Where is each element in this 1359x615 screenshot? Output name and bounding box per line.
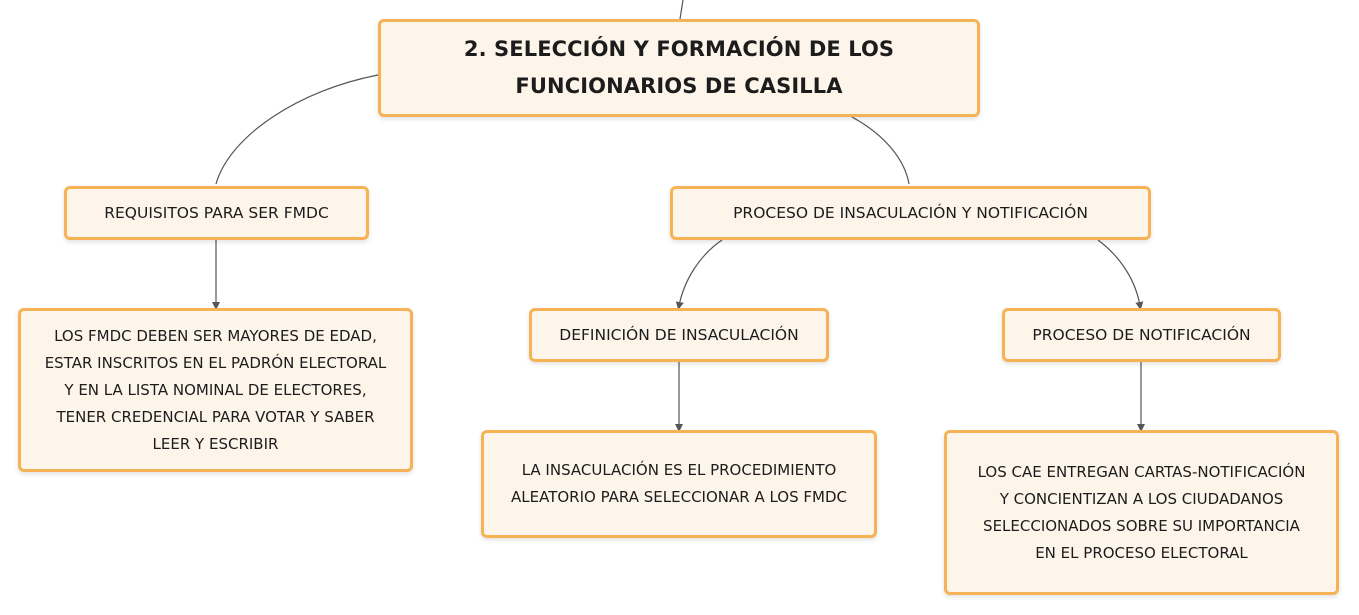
notificacion-node[interactable]: PROCESO DE NOTIFICACIÓN [1002, 308, 1281, 362]
definicion-detail-node[interactable]: LA INSACULACIÓN ES EL PROCEDIMIENTO ALEA… [481, 430, 877, 538]
requisitos-node[interactable]: REQUISITOS PARA SER FMDC [64, 186, 369, 240]
notificacion-detail-node[interactable]: LOS CAE ENTREGAN CARTAS-NOTIFICACIÓN Y C… [944, 430, 1339, 595]
requisitos-label: REQUISITOS PARA SER FMDC [104, 204, 329, 222]
connector-root-to-requisitos [215, 74, 379, 185]
detail-line: SELECCIONADOS SOBRE SU IMPORTANCIA [983, 516, 1300, 535]
definicion-node[interactable]: DEFINICIÓN DE INSACULACIÓN [529, 308, 829, 362]
root-topic-line: FUNCIONARIOS DE CASILLA [515, 74, 843, 98]
detail-line: LOS FMDC DEBEN SER MAYORES DE EDAD, [54, 326, 377, 345]
root-topic-node[interactable]: 2. SELECCIÓN Y FORMACIÓN DE LOS FUNCIONA… [378, 19, 980, 117]
connector-proceso-to-definicion [675, 239, 723, 310]
detail-line: ESTAR INSCRITOS EN EL PADRÓN ELECTORAL [44, 353, 387, 372]
detail-line: EN EL PROCESO ELECTORAL [1035, 543, 1248, 562]
definicion-label: DEFINICIÓN DE INSACULACIÓN [559, 326, 799, 344]
requisitos-detail-text: LOS FMDC DEBEN SER MAYORES DE EDAD, ESTA… [45, 323, 387, 458]
notificacion-detail-text: LOS CAE ENTREGAN CARTAS-NOTIFICACIÓN Y C… [978, 459, 1306, 567]
root-topic-text: 2. SELECCIÓN Y FORMACIÓN DE LOS FUNCIONA… [464, 31, 894, 105]
proceso-node[interactable]: PROCESO DE INSACULACIÓN Y NOTIFICACIÓN [670, 186, 1151, 240]
detail-line: TENER CREDENCIAL PARA VOTAR Y SABER [56, 407, 375, 426]
detail-line: LEER Y ESCRIBIR [152, 434, 279, 453]
proceso-label: PROCESO DE INSACULACIÓN Y NOTIFICACIÓN [733, 204, 1088, 222]
definicion-detail-text: LA INSACULACIÓN ES EL PROCEDIMIENTO ALEA… [511, 457, 847, 511]
notificacion-label: PROCESO DE NOTIFICACIÓN [1032, 326, 1251, 344]
detail-line: Y CONCIENTIZAN A LOS CIUDADANOS [999, 489, 1284, 508]
detail-line: LA INSACULACIÓN ES EL PROCEDIMIENTO [521, 461, 837, 479]
detail-line: ALEATORIO PARA SELECCIONAR A LOS FMDC [511, 488, 847, 506]
detail-line: LOS CAE ENTREGAN CARTAS-NOTIFICACIÓN [977, 462, 1306, 481]
requisitos-detail-node[interactable]: LOS FMDC DEBEN SER MAYORES DE EDAD, ESTA… [18, 308, 413, 472]
root-topic-line: 2. SELECCIÓN Y FORMACIÓN DE LOS [463, 37, 895, 61]
connector-incoming-root [679, 0, 684, 20]
detail-line: Y EN LA LISTA NOMINAL DE ELECTORES, [64, 380, 367, 399]
connector-root-to-proceso [851, 116, 910, 185]
connector-proceso-to-notificacion [1097, 239, 1144, 310]
